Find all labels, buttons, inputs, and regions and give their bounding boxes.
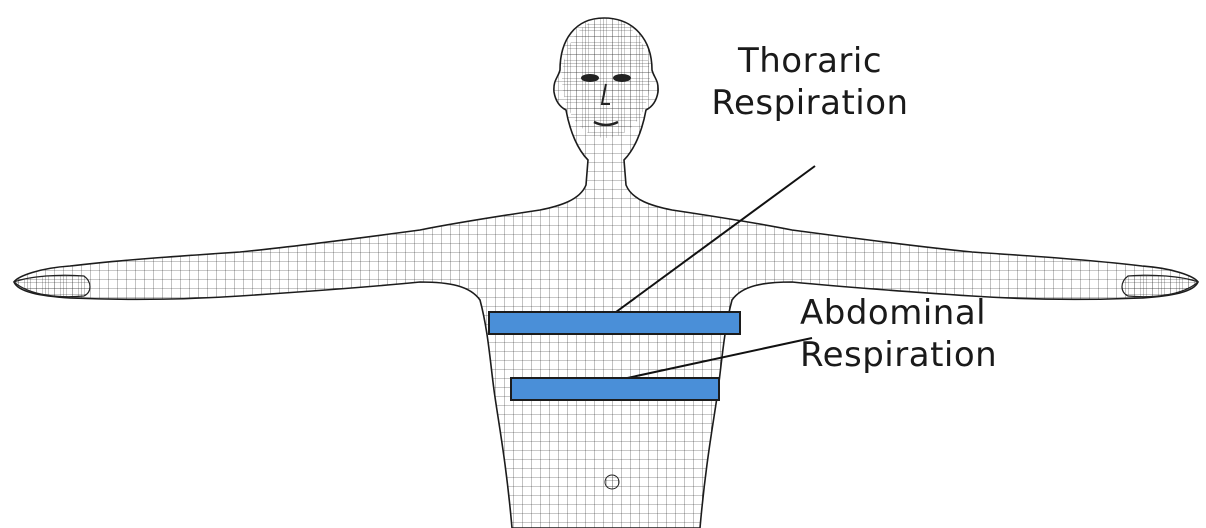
thoracic-respiration-label: Thoraric Respiration xyxy=(700,40,920,124)
thoracic-label-line2: Respiration xyxy=(700,82,920,124)
abdominal-band xyxy=(511,378,719,400)
thoracic-band xyxy=(489,312,740,334)
abdominal-label-line1: Abdominal xyxy=(800,292,1020,334)
left-hand-icon xyxy=(14,275,90,296)
thoracic-label-line1: Thoraric xyxy=(700,40,920,82)
right-hand-icon xyxy=(1122,275,1198,296)
navel-icon xyxy=(605,475,619,489)
left-eye-icon xyxy=(581,74,599,82)
abdominal-label-line2: Respiration xyxy=(800,334,1020,376)
head xyxy=(562,18,650,138)
right-eye-icon xyxy=(613,74,631,82)
abdominal-respiration-label: Abdominal Respiration xyxy=(800,292,1020,376)
